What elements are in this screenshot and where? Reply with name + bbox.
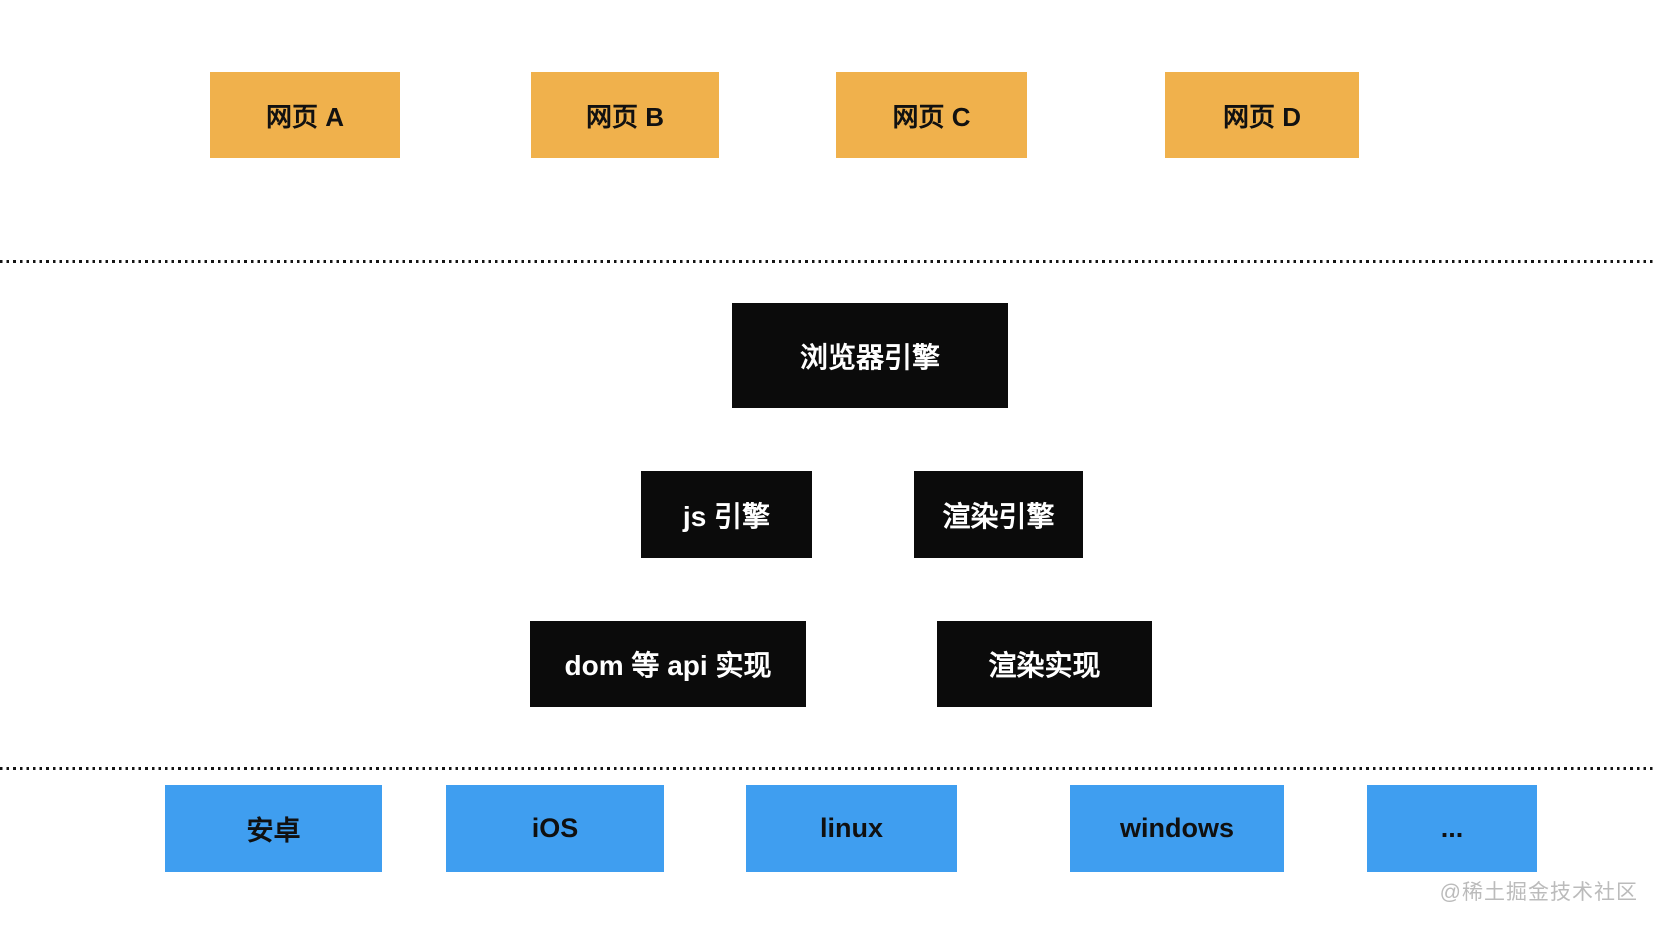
juejin-watermark: @稀土掘金技术社区	[1439, 881, 1638, 904]
platform-android-box: 安卓	[165, 785, 382, 872]
separator-dotted-line-top	[0, 260, 1656, 263]
separator-dotted-line-bottom	[0, 767, 1656, 770]
js-engine-box: js 引擎	[641, 471, 812, 558]
render-impl-box: 渲染实现	[937, 621, 1152, 707]
platform-ellipsis-box: ...	[1367, 785, 1537, 872]
dom-api-impl-box: dom 等 api 实现	[530, 621, 806, 707]
platform-ios-box: iOS	[446, 785, 664, 872]
web-page-d-box: 网页 D	[1165, 72, 1359, 158]
browser-engine-box: 浏览器引擎	[732, 303, 1008, 408]
platform-linux-box: linux	[746, 785, 957, 872]
web-page-a-box: 网页 A	[210, 72, 400, 158]
platform-windows-box: windows	[1070, 785, 1284, 872]
web-page-b-box: 网页 B	[531, 72, 719, 158]
web-page-c-box: 网页 C	[836, 72, 1027, 158]
render-engine-box: 渲染引擎	[914, 471, 1083, 558]
